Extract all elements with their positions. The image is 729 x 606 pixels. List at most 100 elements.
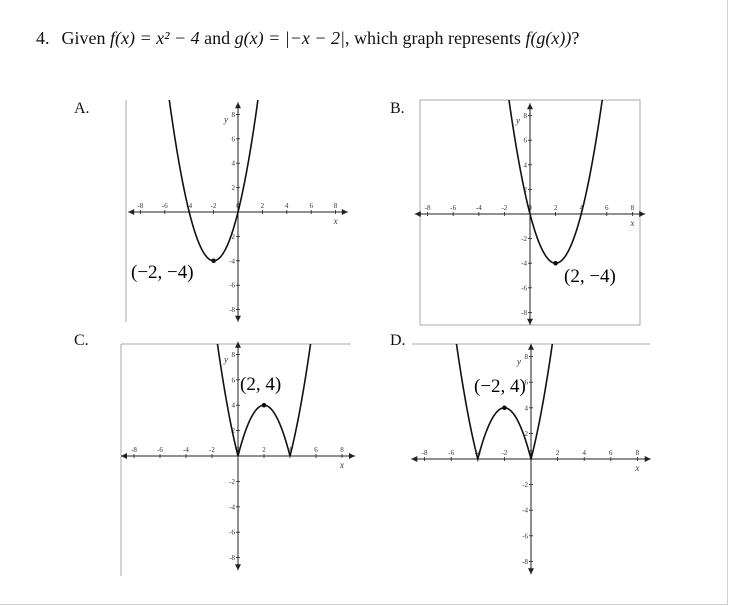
- y-tick-label: 8: [525, 353, 529, 361]
- x-axis-arrow-left: [414, 211, 421, 217]
- x-tick-label: 8: [334, 202, 338, 210]
- y-tick-label: 6: [525, 379, 529, 387]
- y-tick-label: -6: [521, 284, 527, 292]
- y-tick-label: 6: [232, 135, 236, 143]
- y-axis-arrow-down: [528, 568, 534, 575]
- y-tick-label: -4: [522, 507, 528, 515]
- x-tick-label: 8: [631, 204, 635, 212]
- x-tick-label: 0: [529, 449, 533, 457]
- question-number: 4.: [36, 28, 50, 48]
- x-tick-label: 2: [554, 204, 558, 212]
- x-axis-name: x: [339, 460, 344, 470]
- x-axis-arrow-left: [128, 209, 135, 215]
- x-tick-label: 2: [556, 449, 560, 457]
- y-tick-label: -4: [229, 503, 235, 511]
- y-tick-label: 4: [232, 402, 236, 410]
- function-curve: [216, 344, 312, 457]
- y-axis-name: y: [223, 354, 228, 364]
- x-tick-label: 4: [579, 204, 583, 212]
- y-axis-arrow-up: [235, 341, 241, 348]
- y-tick-label: -8: [522, 558, 528, 566]
- x-tick-label: -2: [211, 202, 217, 210]
- y-tick-label: 8: [232, 351, 236, 359]
- x-axis-arrow-left: [411, 456, 418, 462]
- x-tick-label: 2: [261, 202, 265, 210]
- y-tick-label: 6: [524, 137, 528, 145]
- y-tick-label: 2: [525, 430, 529, 438]
- option-graph-d[interactable]: -8 -6 -4 -2 0 2 4 6 8 8 6 4 2 -2 -4 -6 -8 x y (−2, 4): [411, 0, 651, 575]
- y-tick-label: -2: [521, 235, 527, 243]
- option-a-label[interactable]: A.: [74, 100, 90, 117]
- question-suffix: , which graph represents: [344, 28, 526, 48]
- x-axis-name: x: [629, 218, 634, 228]
- x-axis-arrow-right: [639, 211, 646, 217]
- x-tick-label: 0: [236, 446, 240, 454]
- question-text: 4. Given f(x) = x² − 4 and g(x) = |−x − 2…: [36, 28, 579, 49]
- x-tick-label: 6: [609, 449, 613, 457]
- x-tick-label: -6: [157, 446, 163, 454]
- y-axis-name: y: [516, 357, 521, 367]
- y-tick-label: -8: [229, 306, 235, 314]
- x-tick-label: -2: [501, 204, 507, 212]
- y-tick-label: -6: [229, 282, 235, 290]
- vertex-point: [553, 260, 558, 266]
- point-label: (2, −4): [564, 266, 616, 287]
- x-tick-label: -8: [137, 202, 143, 210]
- y-tick-label: -2: [229, 233, 235, 241]
- y-tick-label: 6: [232, 376, 236, 384]
- x-tick-label: 6: [605, 204, 609, 212]
- y-tick-label: -2: [229, 478, 235, 486]
- x-tick-label: -4: [475, 449, 481, 457]
- question-prefix: Given: [61, 28, 110, 48]
- y-tick-label: 4: [232, 160, 236, 168]
- y-tick-label: -4: [229, 257, 235, 265]
- x-tick-label: 0: [528, 204, 532, 212]
- point-label: (−2, 4): [474, 376, 526, 397]
- x-tick-label: -2: [501, 449, 507, 457]
- x-tick-label: -8: [131, 446, 137, 454]
- x-tick-label: -8: [422, 449, 428, 457]
- x-tick-label: 4: [288, 446, 292, 454]
- y-tick-label: -4: [521, 260, 527, 268]
- x-tick-label: -8: [425, 204, 431, 212]
- y-axis-arrow-up: [528, 343, 534, 350]
- x-tick-label: 8: [636, 449, 640, 457]
- x-axis-name: x: [333, 216, 338, 226]
- f-definition: f(x) = x² − 4: [110, 28, 200, 48]
- x-tick-label: 8: [340, 446, 344, 454]
- y-tick-label: 2: [524, 186, 528, 194]
- x-tick-label: -6: [448, 449, 454, 457]
- y-tick-label: -8: [521, 309, 527, 317]
- question-joiner: and: [199, 28, 235, 48]
- option-c-label[interactable]: C.: [74, 332, 89, 349]
- option-d-label[interactable]: D.: [390, 332, 406, 349]
- g-definition: g(x) = |−x − 2|: [234, 28, 345, 48]
- y-axis-arrow-down: [235, 564, 241, 571]
- vertex-point: [211, 258, 216, 264]
- x-tick-label: -4: [476, 204, 482, 212]
- y-tick-label: 2: [232, 427, 236, 435]
- x-tick-label: 0: [236, 202, 240, 210]
- x-axis-name: x: [634, 463, 639, 473]
- function-curve: [168, 100, 259, 262]
- x-tick-label: -6: [450, 204, 456, 212]
- composition-target: f(g(x)): [525, 28, 572, 48]
- y-axis-arrow-down: [235, 315, 241, 322]
- x-tick-label: 4: [582, 449, 586, 457]
- x-tick-label: 6: [309, 202, 313, 210]
- x-tick-label: -4: [186, 202, 192, 210]
- y-axis-arrow-up: [527, 103, 533, 110]
- option-b-label[interactable]: B.: [390, 100, 405, 117]
- y-tick-label: 4: [524, 161, 528, 169]
- x-tick-label: 2: [262, 446, 266, 454]
- y-axis-arrow-up: [235, 102, 241, 109]
- y-tick-label: -2: [522, 481, 528, 489]
- x-axis-arrow-right: [341, 209, 348, 215]
- point-label: (−2, −4): [131, 262, 194, 283]
- y-tick-label: -6: [522, 532, 528, 540]
